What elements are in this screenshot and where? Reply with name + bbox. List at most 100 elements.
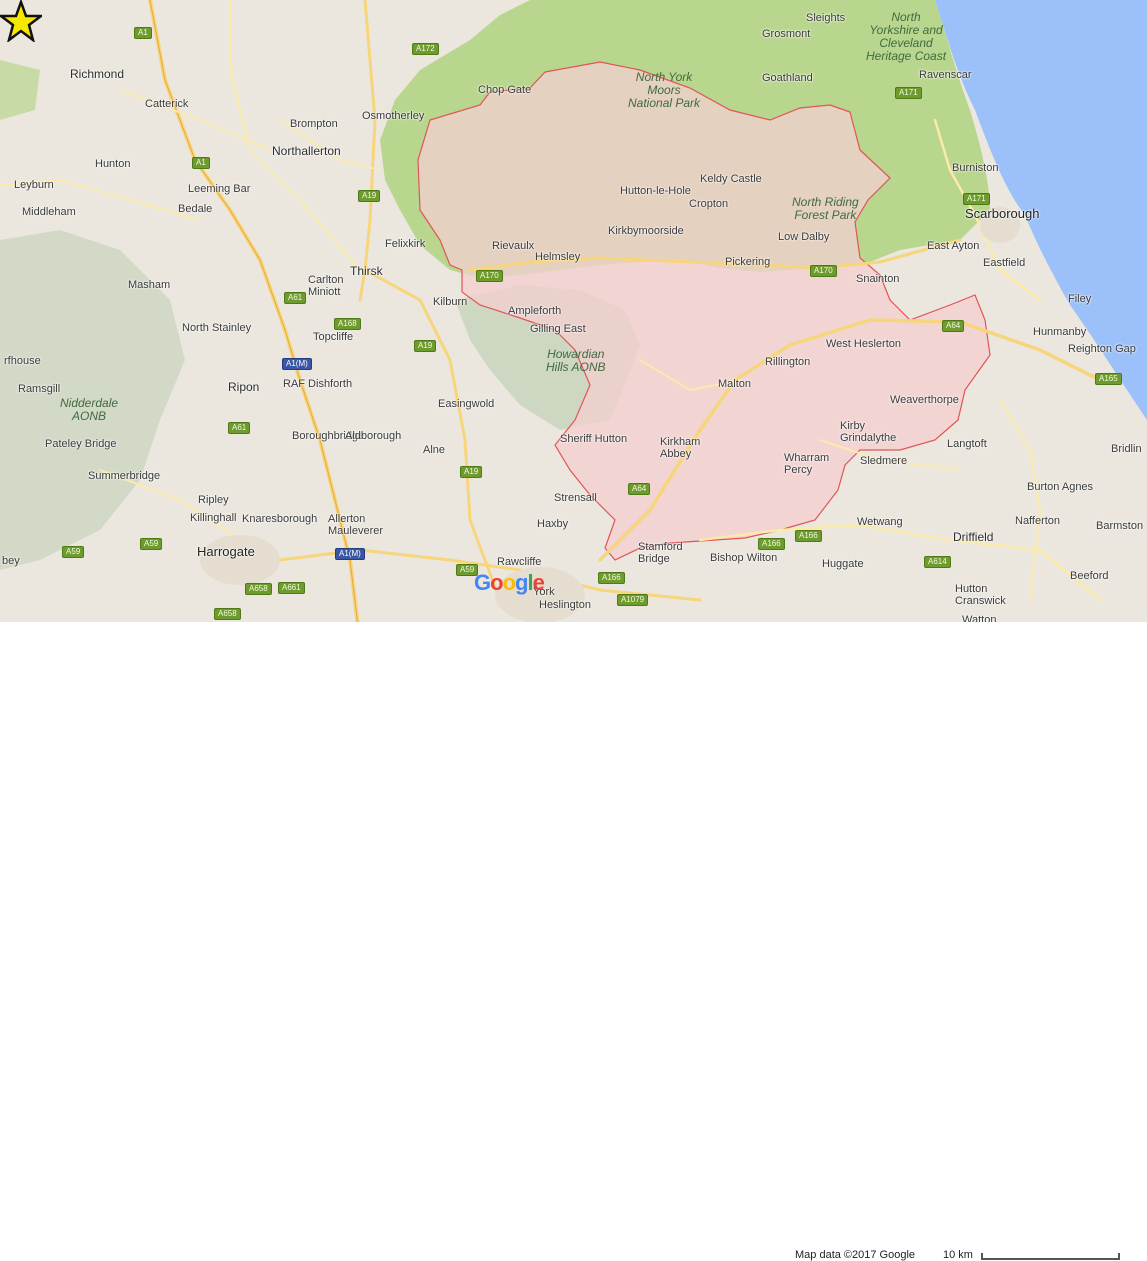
place-label: Nafferton xyxy=(1015,515,1061,527)
logo-letter: g xyxy=(515,570,528,595)
place-label: Middleham xyxy=(22,206,76,218)
place-label: Osmotherley xyxy=(362,110,425,122)
place-label: Masham xyxy=(128,279,171,291)
star-icon[interactable] xyxy=(0,0,42,42)
place-label: bey xyxy=(2,555,20,567)
place-label: Killinghall xyxy=(190,512,237,524)
road-shield: A166 xyxy=(795,530,822,542)
place-label: Scarborough xyxy=(965,206,1040,221)
road-shield: A661 xyxy=(278,582,305,594)
road-shield: A168 xyxy=(334,318,361,330)
place-label: Kilburn xyxy=(433,296,468,308)
road-shield: A171 xyxy=(963,193,990,205)
road-shield: A64 xyxy=(628,483,651,495)
place-label: Allerton Mauleverer xyxy=(328,513,384,537)
place-label: Pickering xyxy=(725,256,771,268)
place-label: Hutton-le-Hole xyxy=(620,185,691,197)
place-label: Rievaulx xyxy=(492,240,535,252)
road-shield: A170 xyxy=(476,270,503,282)
map-attribution[interactable]: Map data ©2017 Google xyxy=(795,1249,916,1261)
place-label: North Riding Forest Park xyxy=(792,195,859,222)
place-label: Leeming Bar xyxy=(188,183,251,195)
road-shield: A1 xyxy=(134,27,152,39)
place-label: Keldy Castle xyxy=(700,173,762,185)
place-label: Malton xyxy=(718,378,752,390)
place-label: Wetwang xyxy=(857,516,903,528)
place-label: North York Moors National Park xyxy=(628,70,701,110)
place-label: Burniston xyxy=(952,162,999,174)
place-label: Heslington xyxy=(539,599,591,611)
place-label: Bedale xyxy=(178,203,213,215)
road-shield: A658 xyxy=(245,583,272,595)
place-label: Carlton Miniott xyxy=(308,274,344,298)
road-shield: A166 xyxy=(758,538,785,550)
place-label: Snainton xyxy=(856,273,900,285)
star-marker-shape xyxy=(0,0,42,42)
scale-bar xyxy=(981,1253,1120,1260)
place-label: Nidderdale AONB xyxy=(60,396,119,423)
place-label: Burton Agnes xyxy=(1027,481,1094,493)
place-label: West Heslerton xyxy=(826,338,901,350)
place-label: Sheriff Hutton xyxy=(560,433,628,445)
place-label: Pateley Bridge xyxy=(45,438,117,450)
road-shield: A19 xyxy=(414,340,437,352)
place-label: Sledmere xyxy=(860,455,908,467)
place-label: Driffield xyxy=(953,530,994,544)
place-label: Haxby xyxy=(537,518,569,530)
place-label: Harrogate xyxy=(197,544,255,559)
place-label: East Ayton xyxy=(927,240,980,252)
road-shield: A1079 xyxy=(617,594,649,606)
place-label: Reighton Gap xyxy=(1068,343,1136,355)
road-shield: A1(M) xyxy=(335,548,365,560)
place-label: Cropton xyxy=(689,198,729,210)
place-label: Hutton Cranswick xyxy=(955,583,1006,607)
place-label: Hunton xyxy=(95,158,131,170)
logo-letter: o xyxy=(490,570,503,595)
place-label: Sleights xyxy=(806,12,846,24)
road-shield: A166 xyxy=(598,572,625,584)
road-shield: A170 xyxy=(810,265,837,277)
place-label: Low Dalby xyxy=(778,231,830,243)
place-label: North Yorkshire and Cleveland Heritage C… xyxy=(866,10,947,63)
place-label: Goathland xyxy=(762,72,813,84)
place-label: Huggate xyxy=(822,558,864,570)
logo-letter: o xyxy=(502,570,516,595)
map-footer: Map data ©2017 Google 10 km xyxy=(0,622,1147,1261)
logo-letter: e xyxy=(532,570,545,595)
place-label: Strensall xyxy=(554,492,597,504)
place-label: Felixkirk xyxy=(385,238,426,250)
harrogate-urban-area xyxy=(200,535,280,585)
place-label: Bridlin xyxy=(1111,443,1142,455)
place-label: Filey xyxy=(1068,293,1092,305)
road-shield: A658 xyxy=(214,608,241,620)
nidderdale-area xyxy=(0,230,185,570)
place-label: Catterick xyxy=(145,98,189,110)
place-label: Ripley xyxy=(198,494,229,506)
road-network xyxy=(0,0,1102,643)
place-label: Chop Gate xyxy=(478,84,532,96)
road-shield: A171 xyxy=(895,87,922,99)
road-shield: A64 xyxy=(942,320,965,332)
place-label: Eastfield xyxy=(983,257,1026,269)
road-shield: A172 xyxy=(412,43,439,55)
place-label: Howardian Hills AONB xyxy=(546,347,606,374)
place-label: Ampleforth xyxy=(508,305,562,317)
place-label: Kirkbymoorside xyxy=(608,225,684,237)
place-label: Aldborough xyxy=(345,430,402,442)
place-label: Grosmont xyxy=(762,28,811,40)
place-label: Kirby Grindalythe xyxy=(840,420,897,444)
place-label: Gilling East xyxy=(530,323,586,335)
place-label: Knaresborough xyxy=(242,513,318,525)
road-shield: A1(M) xyxy=(282,358,312,370)
place-label: Hunmanby xyxy=(1033,326,1087,338)
place-label: Bishop Wilton xyxy=(710,552,778,564)
google-logo: Google xyxy=(474,570,545,596)
park-patch xyxy=(0,60,40,120)
road-shield: A1 xyxy=(192,157,210,169)
road-shield: A19 xyxy=(358,190,381,202)
road-shield: A165 xyxy=(1095,373,1122,385)
scarborough-urban-area xyxy=(980,207,1020,243)
place-label: Beeford xyxy=(1070,570,1109,582)
place-label: Ramsgill xyxy=(18,383,61,395)
